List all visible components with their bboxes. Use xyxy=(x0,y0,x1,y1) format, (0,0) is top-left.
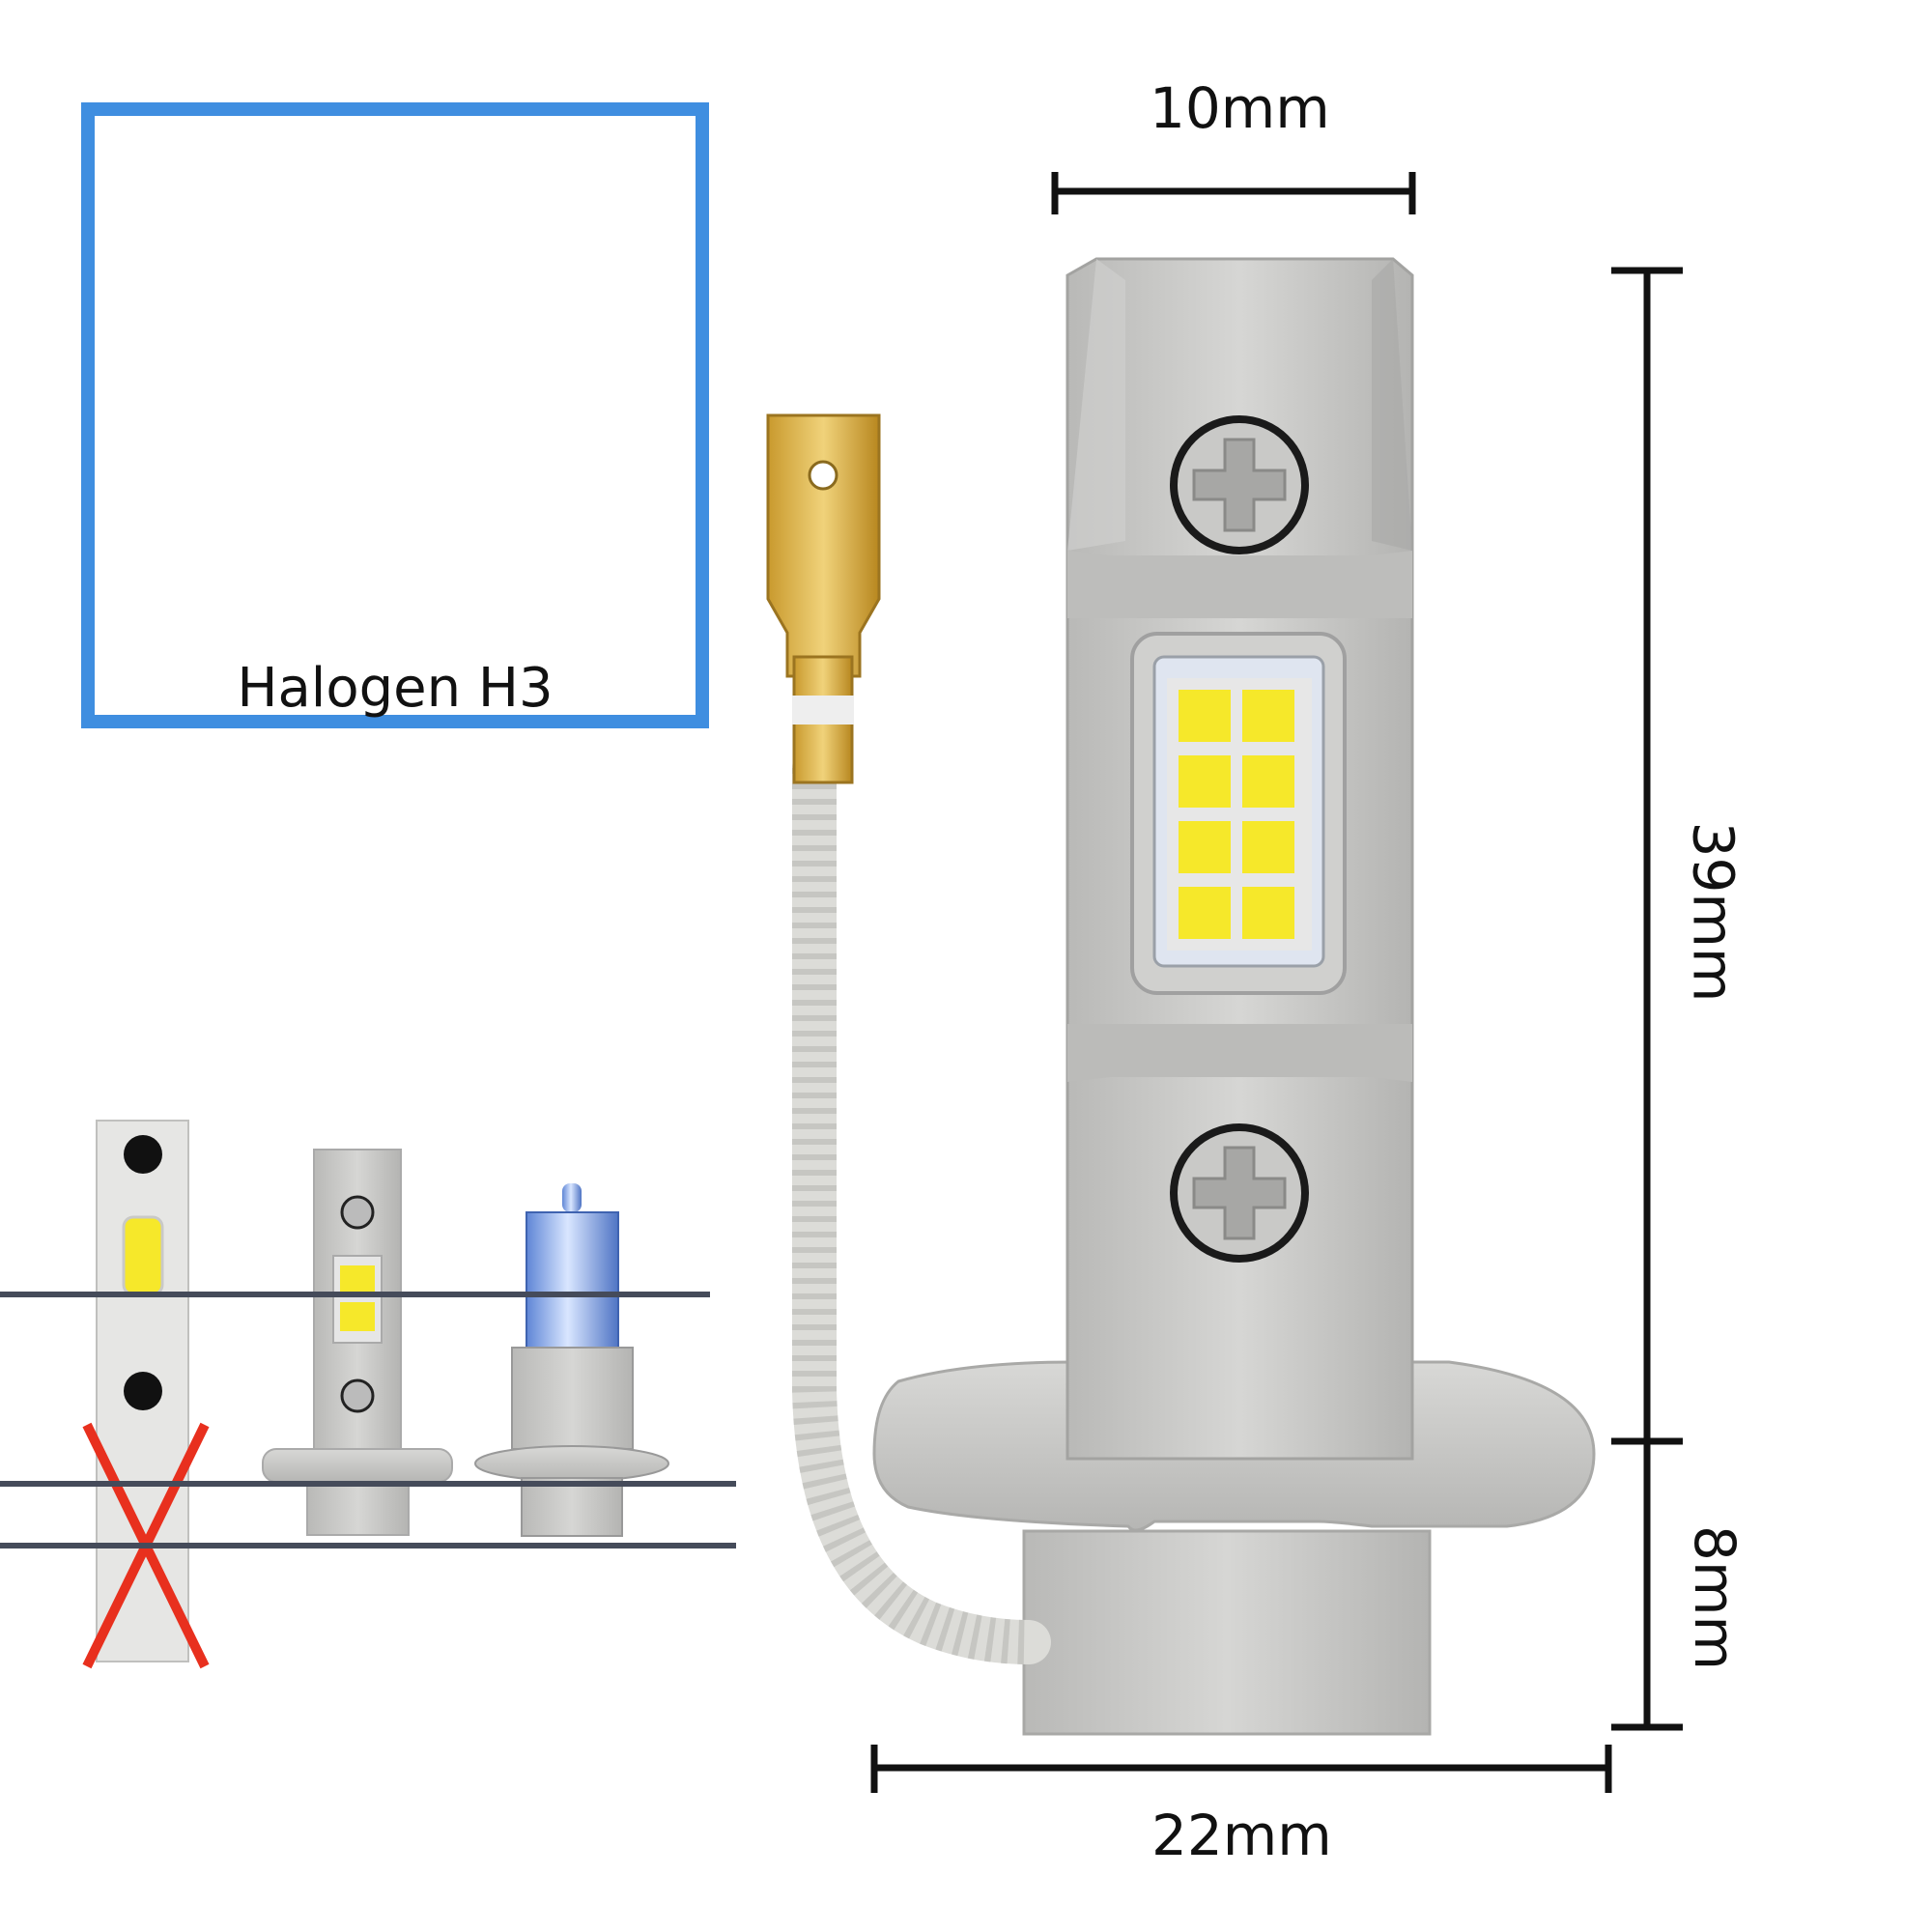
led-chip xyxy=(1242,755,1294,808)
comparison-section xyxy=(0,1120,736,1669)
led-chip xyxy=(1179,821,1231,873)
dimension-top-width xyxy=(1051,172,1416,214)
main-led-bulb xyxy=(766,257,1596,1736)
dimension-vertical xyxy=(1611,267,1683,1731)
incompatible-bulb xyxy=(82,1120,210,1669)
halogen-inset-frame: Halogen H3 xyxy=(81,102,709,728)
dimension-label-base-width: 22mm xyxy=(1151,1803,1332,1868)
inset-label: Halogen H3 xyxy=(237,657,554,720)
led-chip xyxy=(1179,690,1231,742)
bulb-cable xyxy=(792,746,1051,1664)
upper-screw xyxy=(1170,415,1309,554)
dimension-label-top-width: 10mm xyxy=(1150,75,1330,141)
led-chip-array xyxy=(1130,632,1347,995)
led-chip xyxy=(1179,755,1231,808)
led-chip xyxy=(1242,887,1294,939)
dimension-label-height-base: 8mm xyxy=(1681,1525,1747,1670)
led-chip xyxy=(1179,887,1231,939)
spade-terminal xyxy=(766,413,881,784)
dimension-base-width xyxy=(870,1745,1612,1793)
compatible-halogen-bulb xyxy=(474,1183,669,1537)
led-chip xyxy=(1242,690,1294,742)
dimension-label-height-body: 39mm xyxy=(1680,821,1747,1003)
lower-screw xyxy=(1170,1123,1309,1263)
compatible-led-bulb xyxy=(262,1149,453,1536)
led-chip xyxy=(1242,821,1294,873)
bulb-connector xyxy=(1022,1529,1432,1736)
